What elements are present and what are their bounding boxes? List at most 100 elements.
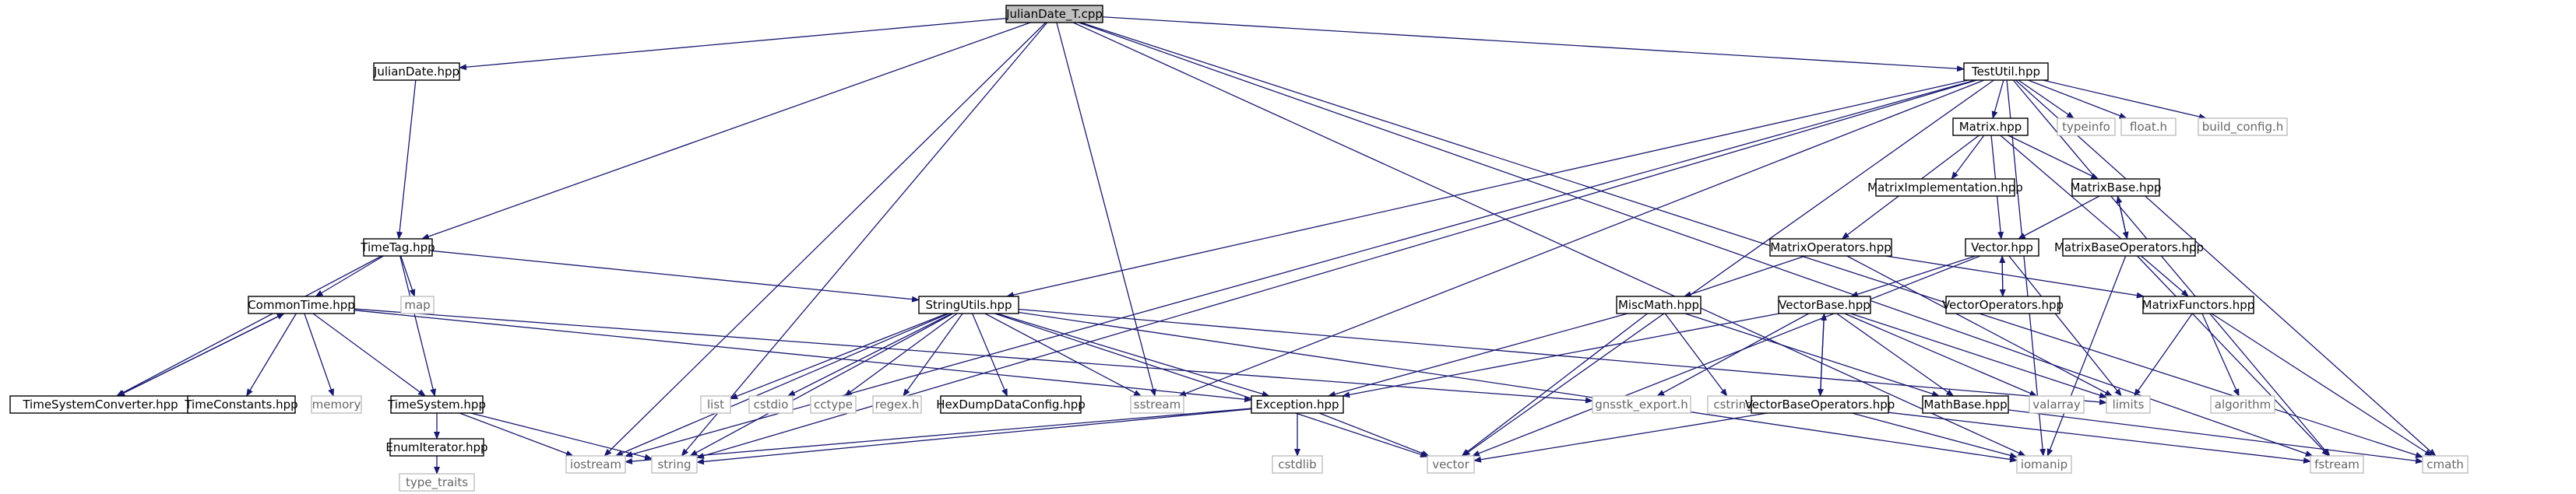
edge-CommonTime-to-TimeSystem [312,313,426,397]
node-label: MathBase.hpp [1923,398,2007,412]
node-vectorbase[interactable]: VectorBase.hpp [1778,296,1871,314]
edge-CommonTime-to-Exception [354,310,1252,403]
edge-line [354,308,1593,404]
edge-line [2028,79,2127,119]
node-box [2106,395,2151,414]
node-box [187,395,296,414]
edge-line [115,255,382,397]
edge-StringUtils-to-iostream [614,313,949,457]
node-memory: memory [311,395,362,414]
edge-VectorBase-to-MathBase [1836,313,1955,397]
node-box [940,395,1082,414]
edge-line [1102,16,1965,72]
edge-line [1005,79,1969,298]
node-typeinfo: typeinfo [2057,117,2116,136]
node-enumiterator[interactable]: EnumIterator.hpp [385,438,488,457]
node-label: MatrixFunctors.hpp [2142,298,2255,312]
edge-StringUtils-to-list [730,313,948,400]
edge-StringUtils-to-iomanip [1018,311,2018,463]
edge-line [1656,313,1810,397]
edge-line [1888,412,2311,464]
edge-Matrix-to-MatrixBase [2008,135,2099,180]
node-box [2071,178,2160,197]
node-box [651,455,698,474]
node-label: MatrixImplementation.hpp [1867,180,2023,194]
edge-line [614,313,949,457]
edge-StringUtils-to-cctype [844,313,958,397]
node-miscmath[interactable]: MiscMath.hpp [1616,296,1701,314]
node-mathbase[interactable]: MathBase.hpp [1922,395,2009,414]
edge-line [903,313,963,397]
edge-VectorBaseOperators-to-fstream [1888,412,2311,464]
node-box [1592,395,1691,414]
node-vectorbaseoperators[interactable]: VectorBaseOperators.hpp [1745,395,1895,414]
edge-TestUtil-to-vector [1462,79,1994,457]
node-stringutils[interactable]: StringUtils.hpp [918,296,1019,314]
node-timetag[interactable]: TimeTag.hpp [360,238,435,257]
node-box [1875,178,2015,197]
node-box [399,473,475,492]
node-label: TimeSystem.hpp [387,398,486,412]
edge-line [2201,313,2240,397]
node-timeconstants[interactable]: TimeConstants.hpp [184,395,298,414]
node-matrix[interactable]: Matrix.hpp [1952,117,2029,136]
node-label: MiscMath.hpp [1618,298,1699,312]
node-label: map [404,298,430,312]
edge-TimeTag-to-TimeSystem [399,255,436,397]
node-matriximplementation[interactable]: MatrixImplementation.hpp [1867,178,2023,197]
edge-Exception-to-iostream [625,408,1252,464]
node-box [565,455,626,474]
edge-line [997,313,1270,398]
edge-TestUtil-to-StringUtils [1005,79,1969,298]
node-gnsstk-export: gnsstk_export.h [1592,395,1691,414]
node-timesystemconverter[interactable]: TimeSystemConverter.hpp [9,395,192,414]
edge-JulianDate_T-to-sstream [1056,22,1156,397]
node-label: build_config.h [2202,120,2284,135]
node-label: limits [2113,398,2145,412]
edge-line [304,313,334,397]
node-label: cmath [2426,457,2463,471]
node-label: float.h [2130,120,2167,134]
node-matrixfunctors[interactable]: MatrixFunctors.hpp [2142,296,2255,314]
node-matrixbase[interactable]: MatrixBase.hpp [2070,178,2162,197]
node-box [390,395,484,414]
edge-Matrix-to-MatrixFunctors [2000,135,2189,297]
node-label: cctype [814,398,853,412]
node-box [918,296,1019,314]
edge-TestUtil-to-cmath [2015,79,2437,457]
node-box [1272,455,1323,474]
node-matrixbaseoperators[interactable]: MatrixBaseOperators.hpp [2054,238,2204,257]
edge-line [1849,255,1976,298]
edge-line [2008,135,2099,180]
edge-line [1471,255,1981,457]
node-testutil[interactable]: TestUtil.hpp [1963,62,2049,81]
node-box [1945,296,2060,314]
edge-JulianDate_T-to-TimeTag [421,22,1031,240]
node-label: JulianDate_T.cpp [1005,7,1103,22]
node-algorithm: algorithm [2210,395,2275,414]
edge-VectorBaseOperators-to-VectorBase [1819,313,1828,397]
edge-line [844,313,958,397]
node-timesystem[interactable]: TimeSystem.hpp [387,395,486,414]
edge-line [459,412,574,457]
node-box [1616,296,1701,314]
node-label: MatrixBaseOperators.hpp [2054,240,2204,254]
node-juliandate[interactable]: JulianDate.hpp [373,62,460,81]
node-matrixoperators[interactable]: MatrixOperators.hpp [1769,238,1892,257]
node-label: HexDumpDataConfig.hpp [936,398,1086,412]
node-label: gnsstk_export.h [1595,398,1688,412]
edge-line [459,17,1007,71]
edge-MiscMath-to-vector [1461,313,1649,457]
node-juliandate-t[interactable]: JulianDate_T.cpp [1005,5,1103,23]
node-commontime[interactable]: CommonTime.hpp [248,296,355,314]
edge-line [972,313,1008,397]
node-vectoroperators[interactable]: VectorOperators.hpp [1942,296,2064,314]
edge-line [1951,135,1985,180]
node-hexdumpdataconfig[interactable]: HexDumpDataConfig.hpp [936,395,1086,414]
node-box [373,62,460,81]
node-label: cstdio [754,398,789,412]
node-exception[interactable]: Exception.hpp [1251,395,1344,414]
edge-VectorBaseOperators-to-iomanip [1851,412,2018,459]
node-vector[interactable]: Vector.hpp [1965,238,2039,257]
edge-line [1018,308,2107,405]
